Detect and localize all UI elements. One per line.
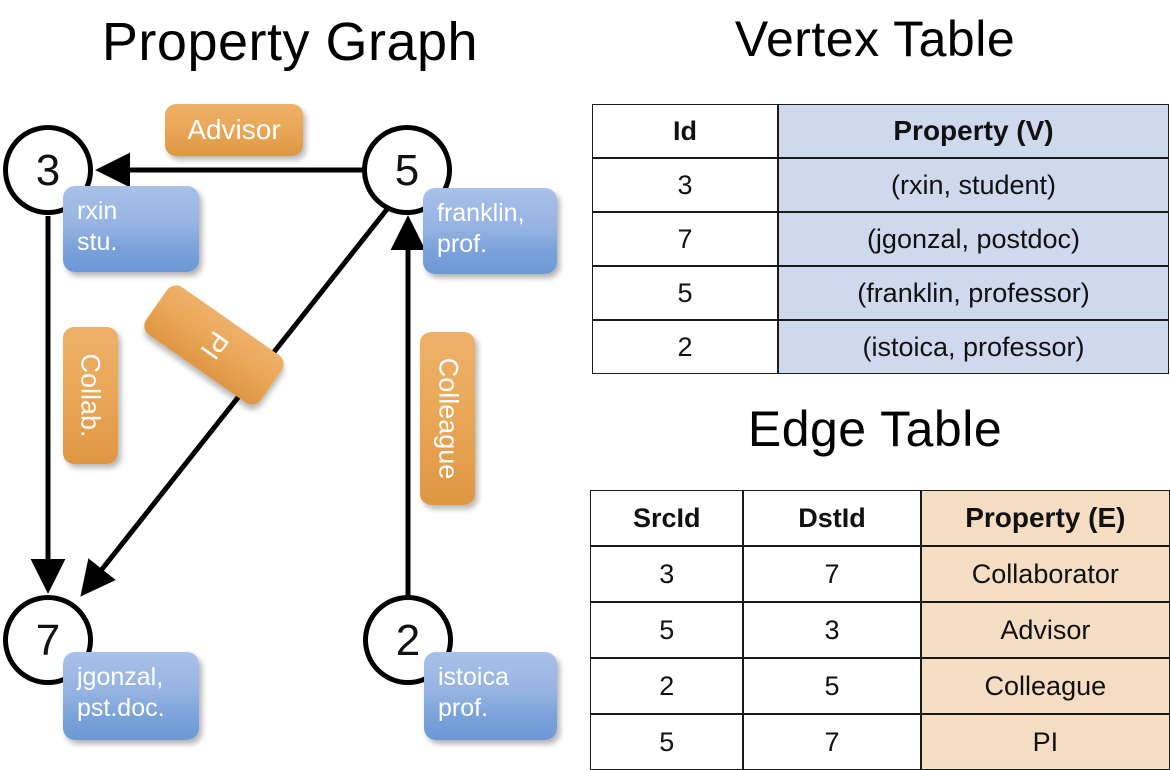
table-row: 5 7 PI: [590, 714, 1170, 770]
vertex-cell-property: (franklin, professor): [778, 266, 1169, 320]
edge-label-colleague: Colleague: [420, 332, 475, 505]
node-property-line: jgonzal,: [77, 663, 164, 691]
edge-label-colleague-text: Colleague: [433, 357, 463, 480]
page-title-edge-table: Edge Table: [747, 401, 1003, 457]
vertex-cell-id: 2: [592, 320, 778, 374]
edge-cell-srcid: 5: [590, 714, 744, 770]
node-property-line: prof.: [437, 230, 488, 258]
vertex-header-property: Property (V): [778, 104, 1169, 158]
edge-cell-property: Collaborator: [920, 546, 1170, 602]
table-row: 3 7 Collaborator: [590, 546, 1170, 602]
edge-cell-property: Advisor: [920, 602, 1170, 658]
edge-cell-dstid: 3: [743, 602, 921, 658]
vertex-header-id: Id: [592, 104, 778, 158]
node-property-line: rxin: [77, 197, 118, 225]
edge-cell-property: PI: [920, 714, 1170, 770]
edge-table: SrcId DstId Property (E) 3 7 Collaborato…: [590, 490, 1170, 770]
edge-label-pi-text: PI: [194, 325, 235, 366]
edge-label-collab-text: Collab.: [76, 353, 107, 438]
edge-cell-dstid: 7: [743, 546, 921, 602]
edge-header-dstid: DstId: [743, 490, 921, 546]
table-row: 3 (rxin, student): [592, 158, 1169, 212]
vertex-cell-property: (jgonzal, postdoc): [778, 212, 1169, 266]
edge-cell-dstid: 7: [743, 714, 921, 770]
vertex-cell-id: 3: [592, 158, 778, 212]
table-header-row: SrcId DstId Property (E): [590, 490, 1170, 546]
vertex-cell-property: (rxin, student): [778, 158, 1169, 212]
edge-cell-dstid: 5: [743, 658, 921, 714]
edge-cell-srcid: 3: [590, 546, 744, 602]
node-property-line: pst.doc.: [77, 694, 165, 722]
table-header-row: Id Property (V): [592, 104, 1169, 158]
node-property-box-5: franklin, prof.: [423, 188, 557, 274]
vertex-cell-id: 5: [592, 266, 778, 320]
node-property-box-3: rxin stu.: [63, 186, 199, 272]
edge-cell-srcid: 2: [590, 658, 744, 714]
edge-cell-property: Colleague: [920, 658, 1170, 714]
page-title-vertex-table: Vertex Table: [734, 11, 1016, 67]
edge-cell-srcid: 5: [590, 602, 744, 658]
property-graph-panel: Property Graph Advisor Collab. PI Collea…: [0, 0, 580, 760]
graph-node-2: 2: [363, 595, 453, 685]
edge-5-to-7: [80, 206, 390, 597]
page-title-property-graph: Property Graph: [101, 12, 479, 72]
vertex-cell-id: 7: [592, 212, 778, 266]
edge-header-srcid: SrcId: [590, 490, 744, 546]
edge-label-advisor-text: Advisor: [187, 114, 281, 145]
edge-label-collab: Collab.: [63, 327, 118, 464]
vertex-table: Id Property (V) 3 (rxin, student) 7 (jgo…: [592, 104, 1169, 374]
node-property-line: prof.: [438, 694, 489, 722]
node-property-line: franklin,: [437, 199, 525, 227]
vertex-cell-property: (istoica, professor): [778, 320, 1169, 374]
node-property-line: stu.: [77, 228, 118, 256]
node-property-line: istoica: [438, 663, 509, 691]
table-row: 2 (istoica, professor): [592, 320, 1169, 374]
table-row: 5 3 Advisor: [590, 602, 1170, 658]
node-property-box-7: jgonzal, pst.doc.: [63, 652, 199, 740]
table-row: 2 5 Colleague: [590, 658, 1170, 714]
node-property-box-2: istoica prof.: [424, 652, 557, 740]
graph-node-5: 5: [362, 125, 452, 215]
table-row: 5 (franklin, professor): [592, 266, 1169, 320]
graph-edges-layer: [30, 152, 426, 597]
edge-label-advisor: Advisor: [165, 104, 303, 156]
table-row: 7 (jgonzal, postdoc): [592, 212, 1169, 266]
edge-header-property: Property (E): [920, 490, 1170, 546]
